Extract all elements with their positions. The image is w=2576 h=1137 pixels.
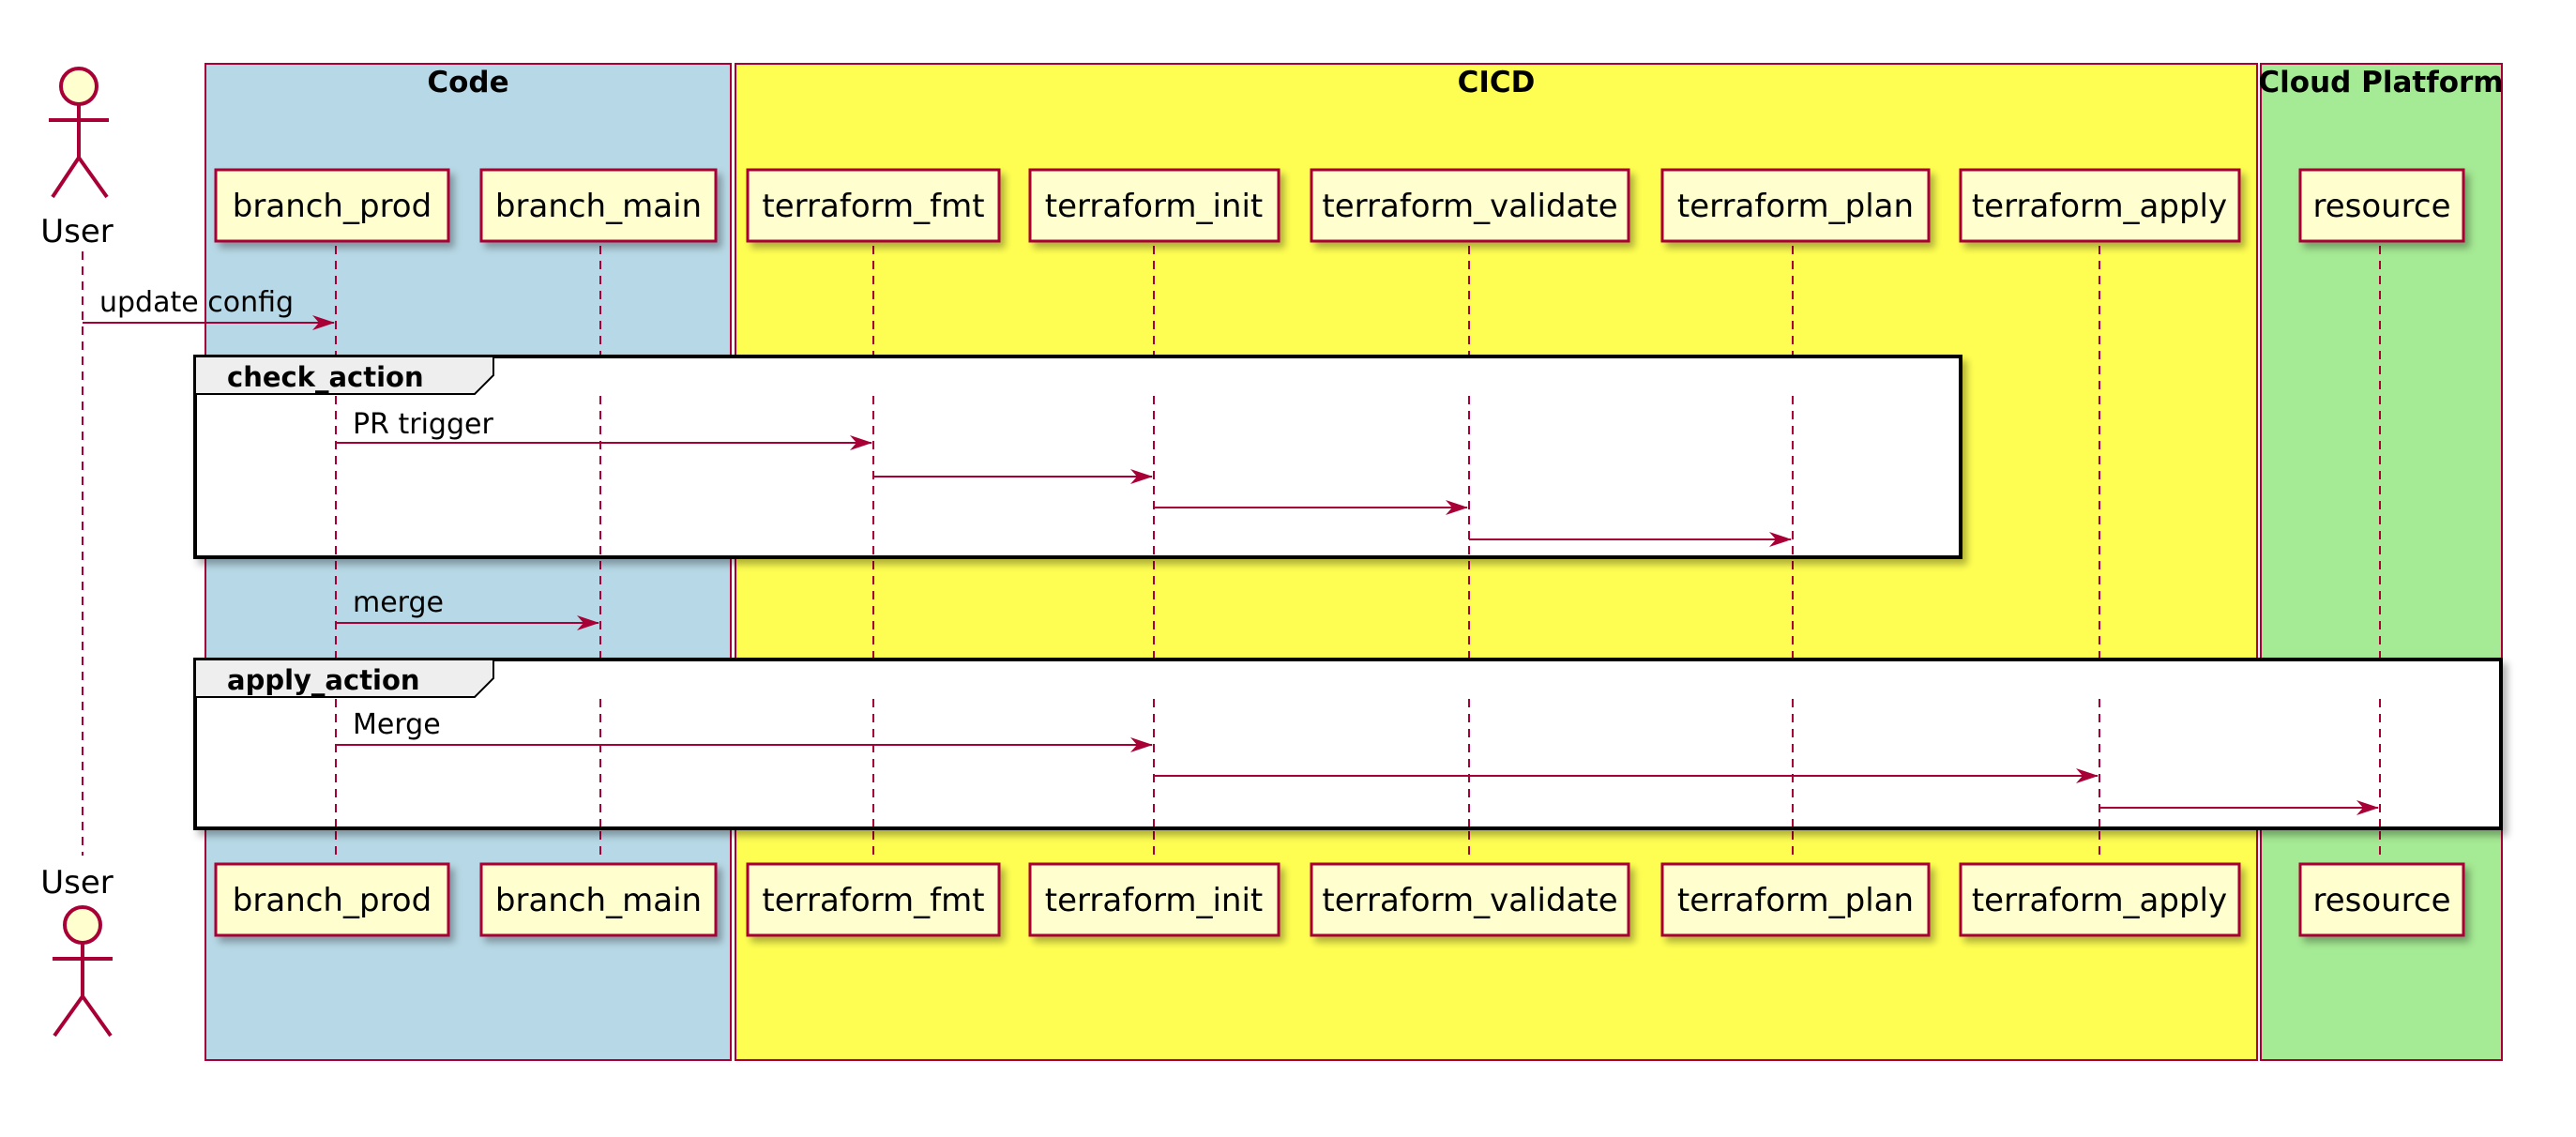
participant-label: terraform_init bbox=[1045, 188, 1264, 225]
messages: update config PR trigger merge Merge bbox=[83, 286, 2379, 815]
participant-branch-prod: branch_prod bbox=[214, 168, 450, 243]
participant-label: branch_main bbox=[495, 188, 702, 225]
participant-terraform-fmt: terraform_fmt bbox=[746, 168, 1001, 243]
participant-terraform-init-bottom: terraform_init bbox=[1028, 862, 1280, 937]
participant-terraform-validate: terraform_validate bbox=[1310, 168, 1630, 243]
participant-branch-main: branch_main bbox=[479, 168, 718, 243]
message-pr-trigger: PR trigger bbox=[336, 408, 872, 450]
message-label: merge bbox=[353, 586, 444, 619]
actor-user-top bbox=[49, 67, 109, 199]
lifelines-in-frames bbox=[335, 396, 2381, 826]
participant-label: branch_prod bbox=[233, 188, 432, 225]
actor-label-top: User bbox=[40, 213, 114, 250]
message-merge: merge bbox=[336, 586, 599, 630]
actor-label-bottom: User bbox=[40, 864, 114, 902]
message-label: PR trigger bbox=[353, 408, 493, 441]
actor-user-bottom bbox=[53, 905, 113, 1038]
message-label: Merge bbox=[353, 708, 441, 741]
participant-branch-prod-bottom: branch_prod bbox=[214, 862, 450, 937]
participant-terraform-apply: terraform_apply bbox=[1959, 168, 2241, 243]
participant-label: branch_prod bbox=[233, 882, 432, 919]
participant-label: terraform_plan bbox=[1677, 188, 1914, 225]
participants-top: branch_prod branch_main terraform_fmt te… bbox=[214, 168, 2465, 243]
participant-label: terraform_validate bbox=[1322, 882, 1617, 919]
participants-bottom: branch_prod branch_main terraform_fmt te… bbox=[214, 862, 2465, 937]
participant-label: resource bbox=[2312, 882, 2450, 919]
participant-label: terraform_fmt bbox=[762, 882, 984, 919]
participant-label: branch_main bbox=[495, 882, 702, 919]
participant-label: terraform_validate bbox=[1322, 188, 1617, 225]
message-merge-trigger: Merge bbox=[336, 708, 1153, 752]
frame-label-apply-action: apply_action bbox=[227, 664, 420, 696]
participant-terraform-plan: terraform_plan bbox=[1660, 168, 1931, 243]
participant-terraform-init: terraform_init bbox=[1028, 168, 1280, 243]
participant-terraform-validate-bottom: terraform_validate bbox=[1310, 862, 1630, 937]
participant-label: terraform_fmt bbox=[762, 188, 984, 225]
frame-label-check-action: check_action bbox=[227, 361, 424, 393]
participant-label: terraform_apply bbox=[1972, 188, 2227, 225]
box-title-cloud-platform: Cloud Platform bbox=[2258, 66, 2503, 99]
participant-resource-bottom: resource bbox=[2298, 862, 2465, 937]
participant-terraform-plan-bottom: terraform_plan bbox=[1660, 862, 1931, 937]
participant-label: terraform_apply bbox=[1972, 882, 2227, 919]
box-title-code: Code bbox=[427, 66, 508, 99]
participant-label: terraform_plan bbox=[1677, 882, 1914, 919]
message-label: update config bbox=[99, 286, 294, 319]
participant-terraform-fmt-bottom: terraform_fmt bbox=[746, 862, 1001, 937]
frame-check-action: check_action bbox=[193, 355, 1962, 559]
participant-resource: resource bbox=[2298, 168, 2465, 243]
participant-branch-main-bottom: branch_main bbox=[479, 862, 718, 937]
message-update-config: update config bbox=[83, 286, 335, 330]
participant-label: resource bbox=[2312, 188, 2450, 225]
participant-label: terraform_init bbox=[1045, 882, 1264, 919]
participant-terraform-apply-bottom: terraform_apply bbox=[1959, 862, 2241, 937]
box-title-cicd: CICD bbox=[1458, 66, 1536, 99]
